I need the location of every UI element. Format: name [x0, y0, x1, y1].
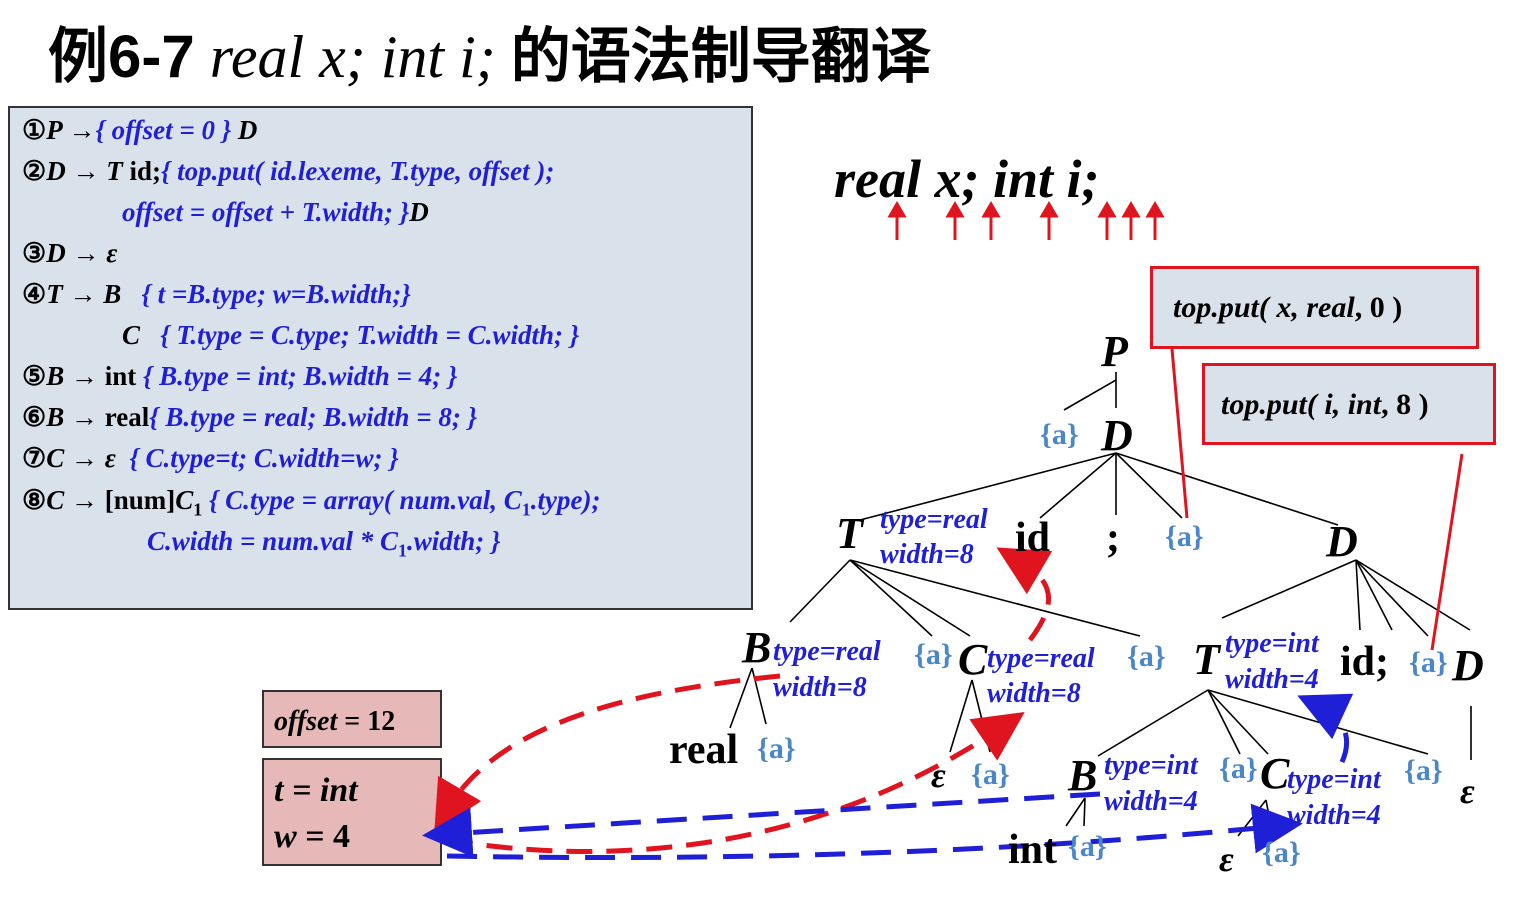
action-a-9: {a} — [1404, 754, 1443, 787]
action-a-8: {a} — [1219, 752, 1258, 785]
node-epsilon-3: ε — [1460, 771, 1475, 811]
rule-5: ⑤B → int { B.type = int; B.width = 4; } — [22, 361, 458, 391]
rule-8: ⑧C → [num]C1 { C.type = array( num.val, … — [22, 485, 601, 520]
node-id-x: id — [1015, 515, 1051, 561]
input-string: real x; int i; — [834, 149, 1100, 209]
action-a-1: {a} — [1040, 418, 1079, 451]
attr-C-real-width: width=8 — [987, 678, 1081, 709]
tw-variables-box: t = int w = 4 — [262, 758, 442, 866]
translation-scheme-panel: ①P →{ offset = 0 } D ②D → T id;{ top.put… — [8, 106, 753, 610]
node-semicolon: ; — [1106, 515, 1120, 561]
attr-B-int-type: type=int — [1104, 750, 1198, 781]
title-suffix: 的语法制导翻译 — [510, 22, 931, 92]
action-a-10: {a} — [1068, 830, 1107, 863]
action-a-5: {a} — [757, 732, 796, 765]
symbol-table-put-x: top.put( x, real, 0 ) — [1150, 266, 1479, 349]
attr-C-int-width: width=4 — [1287, 800, 1381, 831]
action-a-2: {a} — [1165, 520, 1204, 553]
attr-C-real-type: type=real — [987, 643, 1095, 674]
node-epsilon-2: ε — [1219, 839, 1234, 879]
node-id-i: id; — [1340, 639, 1390, 685]
node-B-int: B — [1068, 751, 1098, 800]
node-B-real: B — [742, 623, 772, 672]
slide-title: 例6-7 real x; int i; 的语法制导翻译 — [48, 22, 931, 92]
attr-T-real-type: type=real — [880, 504, 988, 535]
attr-T-int-type: type=int — [1225, 628, 1319, 659]
node-T-int: T — [1193, 635, 1220, 684]
rule-3: ③D → ε — [22, 238, 118, 268]
action-a-3: {a} — [914, 638, 953, 671]
symbol-table-put-i: top.put( i, int, 8 ) — [1202, 363, 1496, 445]
action-a-7: {a} — [1409, 646, 1448, 679]
attr-C-int-type: type=int — [1287, 764, 1381, 795]
title-prefix: 例6-7 — [48, 23, 195, 90]
action-a-6: {a} — [971, 758, 1010, 791]
rule-4: ④T → B { t =B.type; w=B.width;} — [22, 279, 411, 309]
rule-2: ②D → T id;{ top.put( id.lexeme, T.type, … — [22, 156, 555, 186]
attr-T-real-width: width=8 — [880, 539, 974, 570]
offset-box: offset = 12 — [262, 690, 442, 748]
action-a-4: {a} — [1127, 640, 1166, 673]
node-epsilon-1: ε — [931, 755, 946, 795]
rule-6: ⑥B → real{ B.type = real; B.width = 8; } — [22, 402, 478, 432]
attr-B-real-width: width=8 — [773, 672, 867, 703]
rule-8-continued: C.width = num.val * C1.width; } — [147, 526, 501, 561]
rule-2-continued: offset = offset + T.width; }D — [122, 197, 429, 227]
node-C-int: C — [1260, 749, 1290, 798]
node-real: real — [669, 727, 739, 773]
node-D-second: D — [1326, 517, 1358, 566]
rule-4-continued: C { T.type = C.type; T.width = C.width; … — [122, 320, 580, 350]
attr-B-real-type: type=real — [773, 636, 881, 667]
node-C-real: C — [958, 635, 988, 684]
attr-B-int-width: width=4 — [1104, 786, 1198, 817]
rule-7: ⑦C → ε { C.type=t; C.width=w; } — [22, 443, 399, 473]
input-pointer-arrows — [887, 201, 1165, 240]
attr-T-int-width: width=4 — [1225, 664, 1319, 695]
node-D-root: D — [1101, 411, 1133, 460]
action-a-11: {a} — [1262, 836, 1301, 869]
rule-1: ①P →{ offset = 0 } D — [22, 115, 258, 145]
node-int: int — [1008, 827, 1058, 873]
node-P: P — [1101, 327, 1128, 376]
node-D-third: D — [1452, 641, 1484, 690]
title-code: real x; int i; — [209, 24, 496, 90]
node-T-real: T — [836, 509, 863, 558]
